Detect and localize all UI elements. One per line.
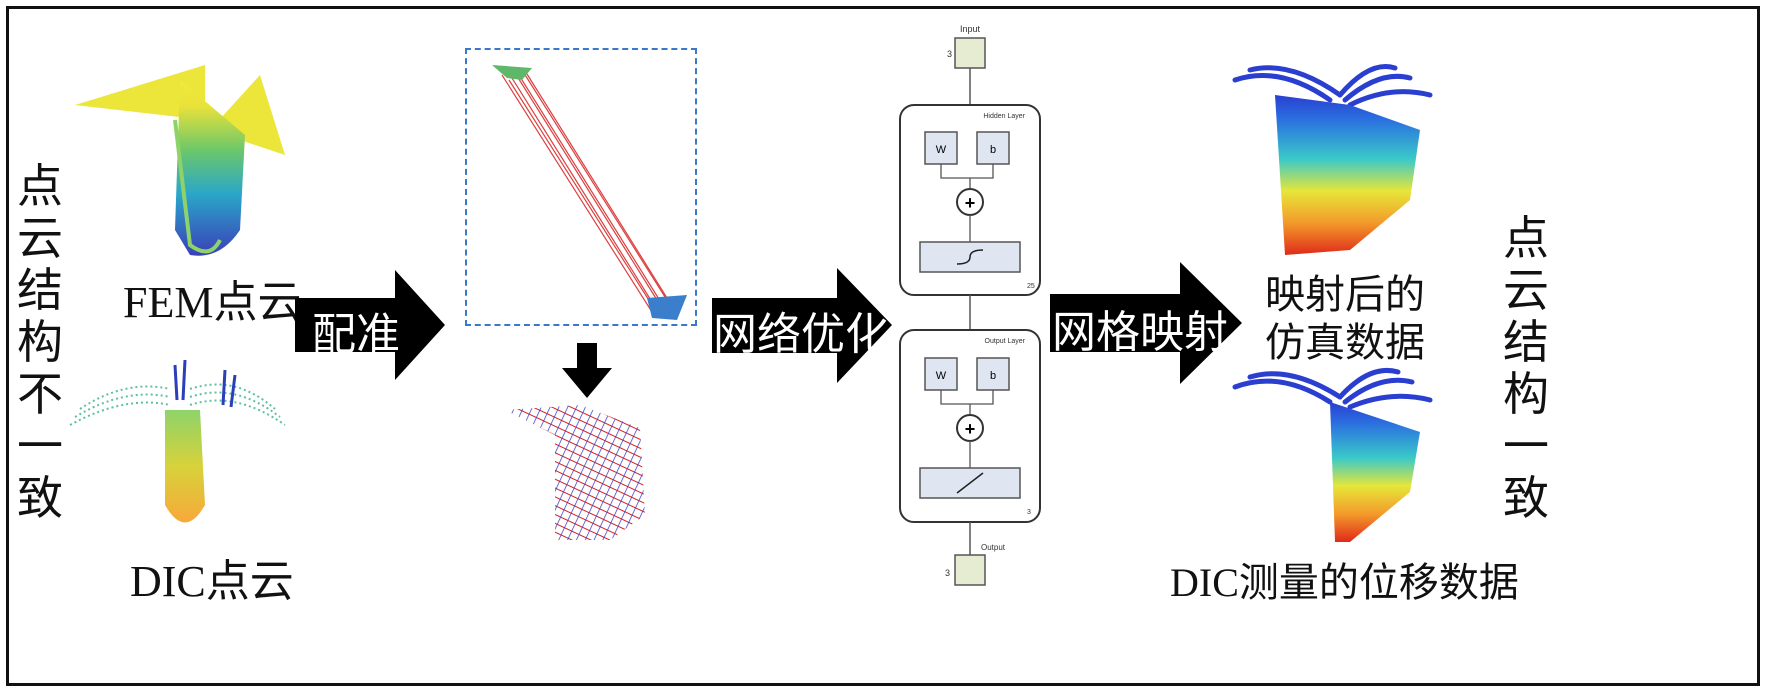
left-char: 一 (17, 419, 63, 473)
left-char: 结 (17, 263, 63, 317)
right-char: 点 (1503, 211, 1549, 265)
nn-output-plus: + (965, 419, 976, 439)
figure-frame (6, 6, 1760, 686)
right-char: 致 (1503, 471, 1549, 525)
nn-hidden-w-label: W (936, 144, 947, 156)
right-char: 构 (1503, 367, 1549, 421)
registration-dashed-box (465, 48, 697, 326)
nn-hidden-b-label: b (990, 144, 996, 156)
arrow-mesh (1050, 262, 1242, 384)
registered-mesh-image (505, 405, 645, 540)
nn-input-node (954, 37, 986, 69)
left-vertical-caption: 点 云 结 构 不 一 致 (14, 160, 66, 524)
right-char: 云 (1503, 263, 1549, 317)
fem-label: FEM点云 (123, 278, 302, 327)
nn-output-units: 3 (1027, 509, 1031, 516)
left-char: 点 (17, 159, 63, 213)
nn-output-layer-label: Output Layer (985, 338, 1026, 345)
result-label-line2: 仿真数据 (1265, 320, 1425, 366)
nn-hidden-plus: + (965, 193, 976, 213)
neural-network-diagram: Input 3 Hidden Layer W b + 25 Output Lay… (899, 24, 1041, 586)
result-label-line1: 映射后的 (1265, 272, 1425, 318)
arrow-register-label: 配准 (312, 309, 400, 360)
nn-output-b-label: b (990, 370, 996, 382)
left-char: 不 (17, 367, 63, 421)
left-char: 构 (17, 315, 63, 369)
nn-hidden-bias (976, 131, 1010, 165)
fem-point-cloud-image (75, 65, 285, 256)
dic-measure-label: DIC测量的位移数据 (1170, 560, 1519, 605)
nn-output-node (954, 554, 986, 586)
arrow-network-label: 网络优化 (713, 309, 889, 360)
nn-output-dim: 3 (945, 568, 950, 578)
dic-label: DIC点云 (130, 557, 294, 606)
nn-hidden-weight (924, 131, 958, 165)
registration-lines-image (492, 65, 687, 320)
arrow-register (295, 270, 445, 380)
nn-output-label: Output (981, 543, 1006, 552)
nn-input-dim: 3 (947, 49, 952, 59)
down-arrow (562, 343, 612, 398)
right-vertical-caption: 点 云 结 构 一 致 (1500, 212, 1552, 524)
nn-hidden-units: 25 (1027, 283, 1035, 290)
right-char: 结 (1503, 315, 1549, 369)
dic-displacement-image (1232, 367, 1433, 542)
mapped-simulation-image (1232, 64, 1433, 255)
arrow-network (712, 268, 892, 383)
dic-point-cloud-image (69, 359, 286, 523)
nn-output-w-label: W (936, 370, 947, 382)
nn-hidden-layer-label: Hidden Layer (983, 113, 1025, 120)
arrow-mesh-label: 网格映射 (1052, 307, 1228, 358)
left-char: 云 (17, 211, 63, 265)
left-char: 致 (17, 471, 63, 525)
nn-input-label: Input (960, 24, 981, 34)
right-char: 一 (1503, 419, 1549, 473)
